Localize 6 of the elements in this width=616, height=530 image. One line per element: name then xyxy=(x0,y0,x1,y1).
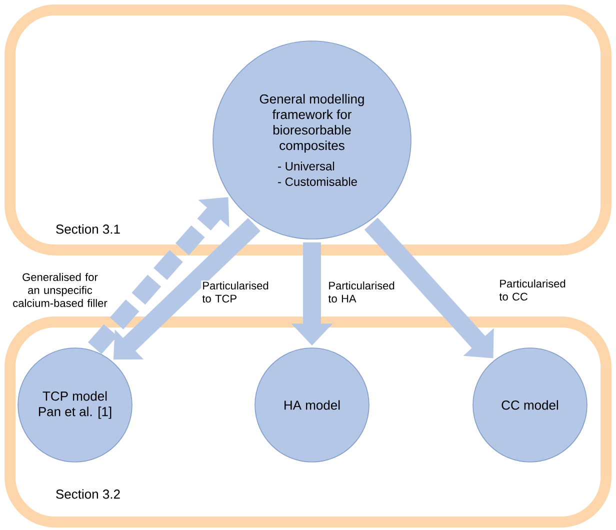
edge-label: Particularised to CC xyxy=(499,279,566,301)
edge-label: Particularised to HA xyxy=(328,281,394,303)
section-label: Section 3.1 xyxy=(56,224,120,234)
edge-label: Particularised to TCP xyxy=(202,281,268,303)
section-label: Section 3.2 xyxy=(56,489,120,499)
edge-label: Generalised for an unspecific calcium-based filler xyxy=(13,272,108,308)
